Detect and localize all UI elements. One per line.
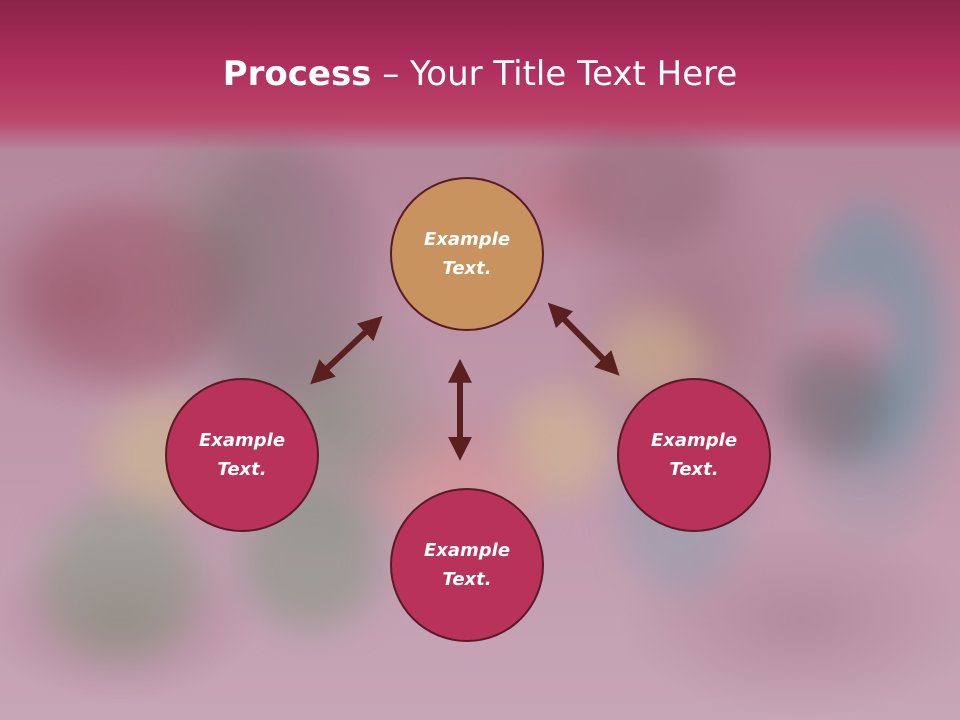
arrow-top-left xyxy=(310,315,383,385)
process-node-top-label: Example Text. xyxy=(423,229,511,279)
process-node-top: Example Text. xyxy=(390,177,544,331)
slide-title: Process – Your Title Text Here xyxy=(0,52,960,96)
title-bar xyxy=(0,0,960,150)
process-node-right-label: Example Text. xyxy=(650,430,738,480)
process-node-bottom-label: Example Text. xyxy=(423,540,511,590)
arrow-top-right xyxy=(547,302,620,376)
process-node-left-label: Example Text. xyxy=(198,430,286,480)
process-node-right: Example Text. xyxy=(617,378,771,532)
title-rest-part: – Your Title Text Here xyxy=(371,54,738,94)
title-bold-part: Process xyxy=(222,54,372,94)
process-node-left: Example Text. xyxy=(165,378,319,532)
process-node-bottom: Example Text. xyxy=(390,488,544,642)
